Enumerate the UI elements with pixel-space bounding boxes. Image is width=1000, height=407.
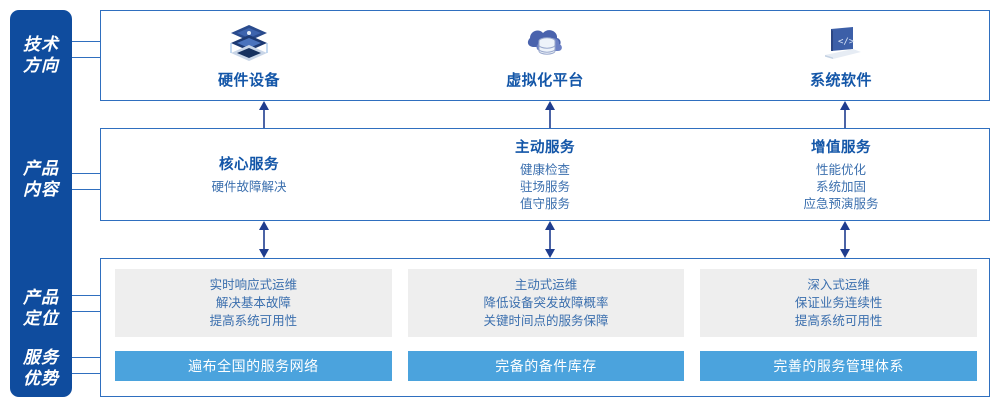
product-item: 系统加固 bbox=[815, 180, 866, 194]
tech-direction-panel: 硬件设备 虚拟化平台 </> bbox=[100, 10, 990, 101]
positioning-card[interactable]: 实时响应式运维 解决基本故障 提高系统可用性 bbox=[115, 269, 392, 337]
connector-line bbox=[72, 311, 105, 312]
tech-item-system-software[interactable]: </> 系统软件 bbox=[693, 11, 989, 100]
server-stack-icon bbox=[230, 25, 268, 61]
positioning-line: 实时响应式运维 bbox=[209, 278, 298, 292]
positioning-line: 主动式运维 bbox=[514, 278, 578, 292]
tech-item-label: 系统软件 bbox=[809, 72, 872, 89]
positioning-row: 实时响应式运维 解决基本故障 提高系统可用性 主动式运维 降低设备突发故障概率 … bbox=[115, 269, 978, 337]
tech-item-label: 硬件设备 bbox=[217, 72, 280, 89]
rail-label-product-content: 产品 内容 bbox=[23, 159, 59, 199]
product-item: 硬件故障解决 bbox=[211, 180, 287, 194]
laptop-code-icon: </> bbox=[825, 27, 861, 59]
connector-line bbox=[72, 189, 105, 190]
positioning-line: 关键时间点的服务保障 bbox=[483, 314, 609, 328]
positioning-line: 提高系统可用性 bbox=[209, 314, 298, 328]
rail-label-service-advantage: 服务 优势 bbox=[23, 348, 59, 388]
tech-item-virtualization[interactable]: 虚拟化平台 bbox=[397, 11, 693, 100]
positioning-line: 保证业务连续性 bbox=[794, 296, 883, 310]
rail-label-product-positioning: 产品 定位 bbox=[23, 288, 59, 328]
product-item: 值守服务 bbox=[519, 197, 570, 211]
product-item: 应急预演服务 bbox=[803, 197, 879, 211]
connector-line bbox=[72, 357, 105, 358]
svg-text:</>: </> bbox=[838, 37, 855, 47]
arrow-double-icon bbox=[259, 221, 269, 258]
advantage-row: 遍布全国的服务网络 完备的备件库存 完善的服务管理体系 bbox=[115, 351, 978, 381]
connector-line bbox=[72, 373, 105, 374]
cloud-database-icon bbox=[527, 30, 562, 55]
product-column-title: 增值服务 bbox=[811, 140, 871, 156]
positioning-advantage-panel: 实时响应式运维 解决基本故障 提高系统可用性 主动式运维 降低设备突发故障概率 … bbox=[100, 258, 990, 397]
connector-line bbox=[72, 41, 105, 42]
advantage-bar[interactable]: 遍布全国的服务网络 bbox=[115, 351, 392, 381]
product-content-panel: 核心服务 硬件故障解决 主动服务 健康检查 驻场服务 值守服务 增值服务 性能优… bbox=[100, 128, 990, 221]
advantage-bar[interactable]: 完备的备件库存 bbox=[407, 351, 685, 381]
product-column-proactive[interactable]: 主动服务 健康检查 驻场服务 值守服务 bbox=[397, 129, 693, 220]
advantage-bar[interactable]: 完善的服务管理体系 bbox=[700, 351, 978, 381]
positioning-line: 解决基本故障 bbox=[215, 296, 291, 310]
product-item: 健康检查 bbox=[519, 163, 570, 177]
arrow-up-icon bbox=[840, 101, 850, 128]
tech-item-hardware[interactable]: 硬件设备 bbox=[101, 11, 397, 100]
product-column-core[interactable]: 核心服务 硬件故障解决 bbox=[101, 129, 397, 220]
product-column-value-added[interactable]: 增值服务 性能优化 系统加固 应急预演服务 bbox=[693, 129, 989, 220]
positioning-card[interactable]: 主动式运维 降低设备突发故障概率 关键时间点的服务保障 bbox=[407, 269, 685, 337]
arrow-up-icon bbox=[259, 101, 269, 128]
connector-line bbox=[72, 173, 105, 174]
product-column-title: 核心服务 bbox=[219, 157, 279, 173]
connector-line bbox=[72, 295, 105, 296]
positioning-line: 深入式运维 bbox=[807, 278, 870, 292]
arrow-double-icon bbox=[840, 221, 850, 258]
tech-item-label: 虚拟化平台 bbox=[506, 72, 584, 89]
rail-label-tech-direction: 技术 方向 bbox=[23, 35, 59, 75]
positioning-line: 降低设备突发故障概率 bbox=[483, 296, 609, 310]
arrow-double-icon bbox=[545, 221, 555, 258]
arrow-up-icon bbox=[545, 101, 555, 128]
product-column-title: 主动服务 bbox=[515, 140, 575, 156]
positioning-card[interactable]: 深入式运维 保证业务连续性 提高系统可用性 bbox=[700, 269, 978, 337]
connector-line bbox=[72, 57, 105, 58]
product-item: 性能优化 bbox=[815, 163, 866, 177]
positioning-line: 提高系统可用性 bbox=[794, 314, 883, 328]
product-item: 驻场服务 bbox=[519, 180, 570, 194]
category-rail: 技术 方向 产品 内容 产品 定位 服务 优势 bbox=[10, 10, 72, 397]
